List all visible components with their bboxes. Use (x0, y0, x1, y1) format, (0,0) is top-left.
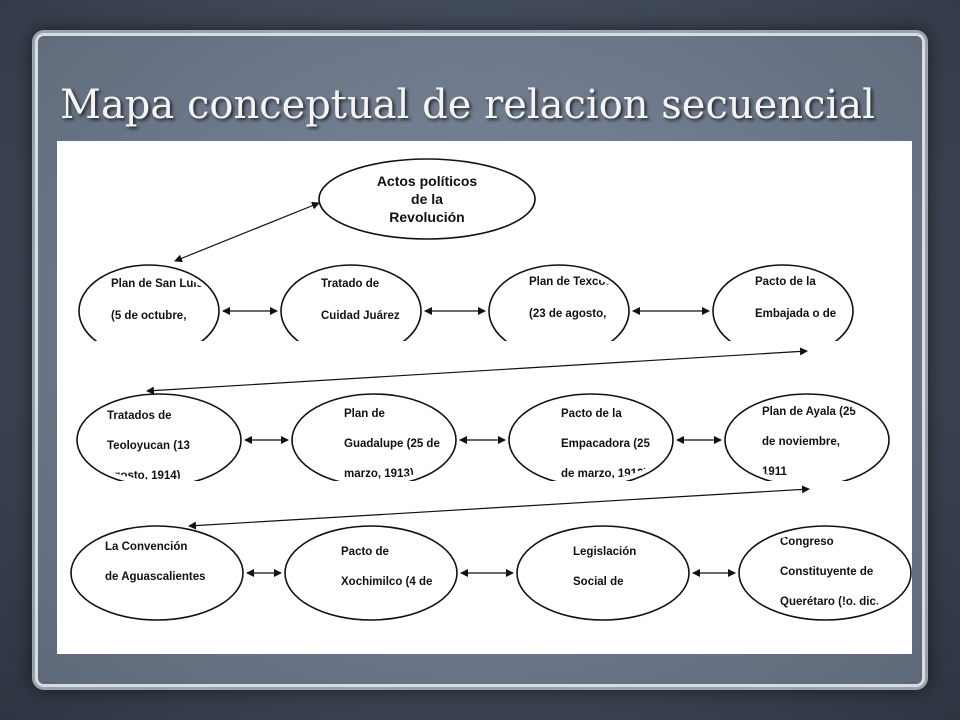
node-label-line: Tratado de (321, 278, 379, 290)
node-label-line: Constituyente de (780, 566, 873, 578)
node-label-line: Guadalupe (25 de (344, 438, 440, 450)
node-label-line: Xochimilco (4 de (341, 576, 432, 588)
node-label-line: Plan de (344, 408, 385, 420)
node-ellipse (76, 393, 242, 481)
node-label-line: Pacto de (341, 546, 389, 558)
concept-node: Pacto de la Embajada o de (712, 264, 854, 341)
concept-node: Tratados de Teoloyucan (13 agosto, 1914) (76, 393, 242, 482)
node-label-line: Pacto de la (561, 408, 622, 420)
concept-node: Plan de Texcoco (23 de agosto, (488, 264, 630, 341)
sequence-arrow (188, 485, 810, 530)
node-ellipse (78, 264, 220, 341)
node-label-line: Plan de Texcoco (529, 276, 619, 288)
concept-node-root: Actos políticos de la Revolución (318, 158, 536, 240)
node-label-line: Empacadora (25 (561, 438, 650, 450)
node-label-line: (5 de octubre, (111, 310, 186, 322)
node-ellipse (712, 264, 854, 341)
sequence-arrow (146, 347, 808, 395)
node-label-line: Congreso (780, 536, 834, 548)
node-label-line: Social de (573, 576, 624, 588)
node-label-line: Legislación (573, 546, 636, 558)
concept-node: Plan de San Luís (5 de octubre, (78, 264, 220, 341)
node-label-line: agosto, 1914) (107, 470, 181, 482)
node-label-line: de la (411, 191, 443, 207)
node-label-line: Plan de Ayala (25 (762, 406, 856, 418)
node-ellipse (516, 525, 690, 621)
node-label-line: Pacto de la (755, 276, 816, 288)
node-ellipse (291, 393, 457, 481)
node-label-line: Querétaro (!o. dic. (780, 596, 879, 608)
concept-node: La Convención de Aguascalientes (70, 525, 244, 621)
node-label-line: marzo, 1913) (344, 468, 414, 480)
slide-title: Mapa conceptual de relacion secuencial (60, 82, 875, 128)
node-ellipse (508, 393, 674, 481)
node-label-line: Plan de San Luís (111, 278, 203, 290)
concept-node: Pacto de Xochimilco (4 de (284, 525, 458, 621)
concept-node: Tratado de Cuidad Juárez (280, 264, 422, 341)
concept-node: Plan de Guadalupe (25 de marzo, 1913) (291, 393, 457, 481)
node-label-line: Embajada o de (755, 308, 836, 320)
node-ellipse (284, 525, 458, 621)
node-label-line: de noviembre, (762, 436, 840, 448)
sequence-arrow (174, 201, 320, 263)
node-ellipse (70, 525, 244, 621)
node-label-line: Actos políticos (377, 173, 478, 189)
node-label-line: Tratados de (107, 410, 172, 422)
node-ellipse (738, 525, 912, 621)
node-label-line: Revolución (389, 209, 464, 225)
node-label-line: (23 de agosto, (529, 308, 606, 320)
node-label-line: La Convención (105, 541, 187, 553)
node-label-line: de Aguascalientes (105, 571, 206, 583)
connectors (146, 201, 810, 577)
node-ellipse (318, 158, 536, 240)
node-label-line: Teoloyucan (13 (107, 440, 190, 452)
node-ellipse (280, 264, 422, 341)
node-label-line: Cuidad Juárez (321, 310, 400, 322)
node-ellipse (488, 264, 630, 341)
node-ellipse (724, 393, 890, 481)
